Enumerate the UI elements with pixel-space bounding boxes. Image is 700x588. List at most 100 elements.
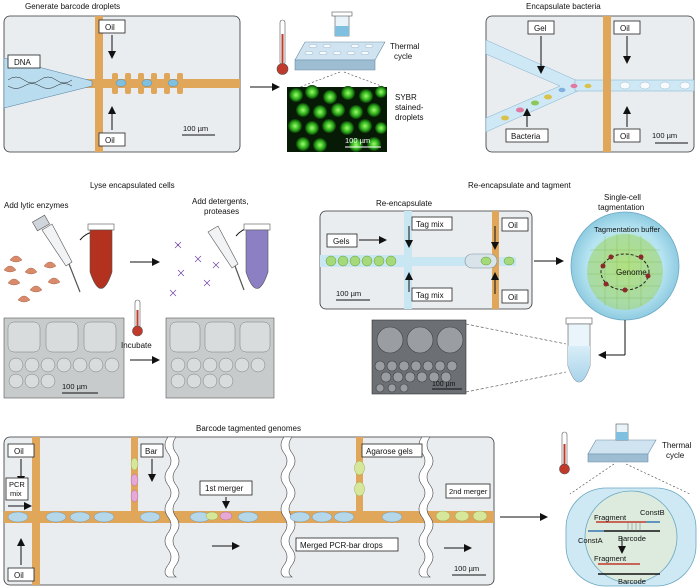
agarose-label-box: [361, 443, 423, 458]
library-construct-zoom: [565, 487, 697, 587]
lysed-bacteria-cluster: [3, 255, 61, 303]
barcode-agarose-channel: [356, 437, 363, 517]
generate-oil-bottom-label: Oil: [105, 136, 115, 145]
sybr-label-line1: SYBR: [395, 93, 417, 102]
merger1-box: [199, 480, 253, 496]
generate-scale-label: 100 µm: [183, 124, 208, 133]
pcr-mix-line2: mix: [10, 489, 22, 498]
barcode-scale-label: 100 µm: [454, 564, 479, 573]
reencap-scale-label: 100 µm: [336, 289, 361, 298]
generate-thermal-cycle-line1: Thermal: [390, 42, 420, 51]
lyse-step2-line1: Add detergents,: [192, 197, 248, 206]
reencap-subtitle: Re-encapsulate: [376, 199, 433, 208]
single-cell-line1: Single-cell: [604, 193, 641, 202]
constb-label: ConstB: [640, 508, 665, 517]
encapsulate-scale-label: 100 µm: [652, 131, 677, 140]
bacteria-label: Bacteria: [511, 132, 541, 141]
incubate-thermometer-icon: [132, 299, 143, 337]
merged-drops-box: [295, 537, 399, 552]
lyse-scale-label: 100 µm: [62, 382, 87, 391]
reencap-tube-icon: [565, 317, 593, 383]
genome-label: Genome: [616, 268, 647, 277]
dna-label: DNA: [14, 58, 32, 67]
transposome-marks: [600, 254, 651, 293]
generate-oil-bottom-box: [98, 132, 126, 147]
tag-buffer-label: Tagmentation buffer: [594, 225, 661, 234]
encapsulate-bacteria-cells: [501, 83, 592, 121]
tag-mix-bottom-box: [411, 287, 453, 302]
agarose-label: Agarose gels: [366, 447, 413, 456]
pipette-2-icon: [207, 225, 245, 291]
barcode1-label: Barcode: [618, 534, 646, 543]
fragment1-label: Fragment: [594, 513, 627, 522]
gel-label-box: [527, 20, 555, 35]
panel-encapsulate: Encapsulate bacteria Gel Oil Bacteria Oi…: [485, 2, 695, 153]
sybr-label-line3: droplets: [395, 113, 423, 122]
panel-generate: Generate barcode droplets DNA Oil Oil 10…: [3, 2, 424, 153]
panel-reencap-title: Re-encapsulate and tagment: [468, 181, 572, 190]
barcode-oil-channel: [32, 437, 40, 585]
thermal-cycler-icon: [294, 11, 386, 71]
dna-capillary: [3, 57, 93, 109]
barcode-oil-top-label: Oil: [14, 447, 24, 456]
panel-barcode-title: Barcode tagmented genomes: [196, 424, 301, 433]
reencap-micro-scale-label: 100 µm: [432, 381, 456, 388]
bacteria-label-box: [505, 128, 549, 143]
generate-serpentine-bumps: [112, 73, 183, 94]
encapsulate-oil-bottom-label: Oil: [620, 132, 630, 141]
encapsulate-oil-top-box: [613, 20, 641, 35]
barcode-thermometer-icon: [559, 431, 570, 475]
merger2-label: 2nd merger: [449, 487, 488, 496]
barcode2-label: Barcode: [618, 577, 646, 586]
generate-thermal-cycle-line2: cycle: [394, 52, 413, 61]
tag-mix-top-box: [411, 216, 453, 231]
panel-generate-title: Generate barcode droplets: [25, 2, 120, 11]
detergent-particles: [169, 241, 220, 297]
tag-mix-bottom-label: Tag mix: [416, 291, 444, 300]
bar-label: Bar: [145, 447, 158, 456]
generate-droplets: [115, 79, 179, 87]
panel-reencap: Re-encapsulate and tagment Re-encapsulat…: [319, 181, 680, 395]
bar-label-box: [140, 443, 164, 458]
reencap-oil-top-box: [501, 217, 529, 232]
merged-drops-label: Merged PCR-bar drops: [300, 541, 383, 550]
generate-oil-top-box: [98, 19, 126, 34]
sybr-label-line2: stained-: [395, 103, 424, 112]
fragment2-label: Fragment: [594, 554, 627, 563]
encapsulate-oil-channel: [603, 16, 611, 152]
pcr-mix-box: [5, 477, 29, 501]
sybr-scale-label: 100 µm: [345, 136, 370, 145]
red-tube-icon: [87, 223, 115, 289]
dna-label-box: [7, 54, 41, 69]
encapsulate-oil-top-label: Oil: [620, 24, 630, 33]
barcode-thermal-line1: Thermal: [662, 441, 692, 450]
gels-label: Gels: [333, 237, 349, 246]
reencap-oil-top-label: Oil: [508, 221, 518, 230]
thermometer-icon: [276, 19, 289, 75]
reencap-oil-bottom-box: [501, 289, 529, 304]
consta-label: ConstA: [578, 536, 603, 545]
reencap-gel-beads: [325, 255, 397, 267]
barcode-oil-top-box: [7, 443, 35, 458]
lyse-step1-label: Add lytic enzymes: [4, 201, 68, 210]
panel-break-marks: [164, 436, 434, 578]
barcode-thermal-cycler-icon: [587, 423, 657, 463]
panel-lyse-title: Lyse encapsulated cells: [90, 181, 175, 190]
panel-lyse: Lyse encapsulated cells Add lytic enzyme…: [3, 181, 275, 399]
tag-mix-top-label: Tag mix: [416, 220, 444, 229]
barcode-droplets: [7, 457, 488, 523]
panel-encapsulate-title: Encapsulate bacteria: [526, 2, 601, 11]
encapsulate-droplets: [619, 81, 691, 90]
gels-label-box: [326, 233, 358, 248]
merger2-box: [445, 483, 491, 499]
pcr-mix-line1: PCR: [9, 480, 25, 489]
barcode-oil-bottom-label: Oil: [14, 571, 24, 580]
single-cell-line2: tagmentation: [598, 203, 644, 212]
panel-barcode: Barcode tagmented genomes: [3, 423, 697, 587]
generate-oil-top-label: Oil: [105, 23, 115, 32]
incubate-label: Incubate: [121, 341, 152, 350]
encapsulate-oil-bottom-box: [613, 128, 641, 143]
pipette-icon: [32, 214, 81, 293]
merger1-label: 1st merger: [205, 484, 244, 493]
